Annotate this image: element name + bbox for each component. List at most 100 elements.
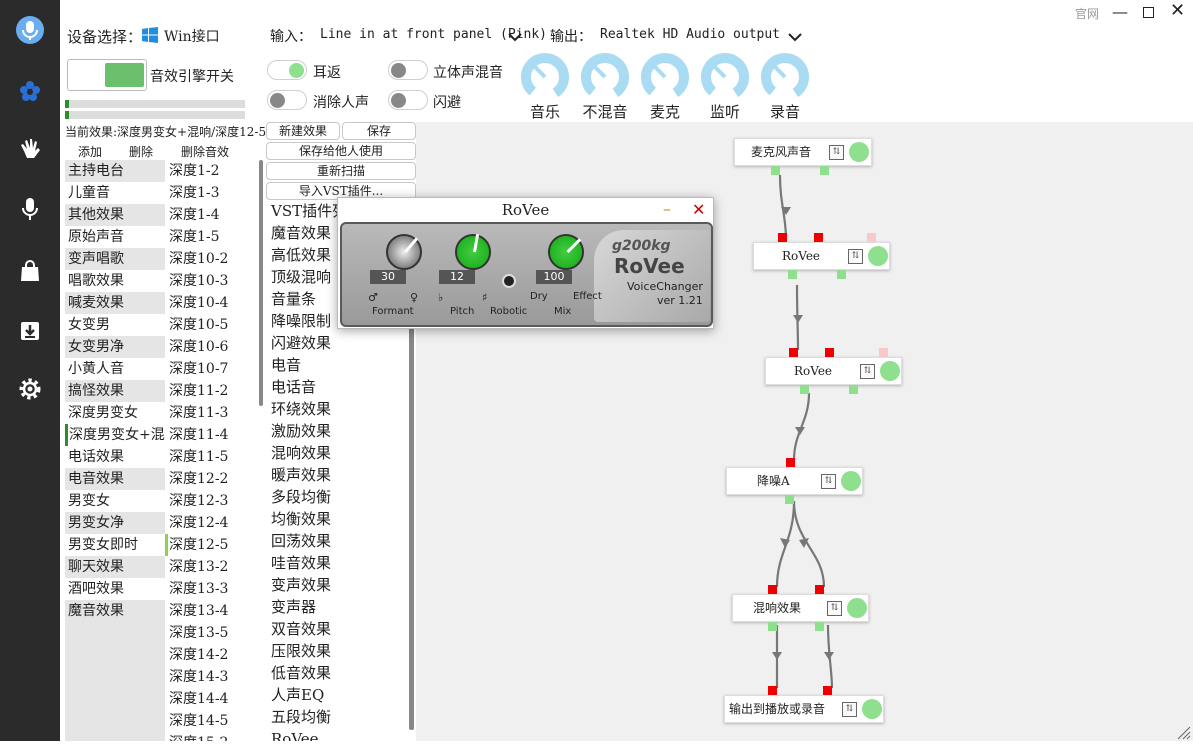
effect-category-item[interactable]: 女变男 [65,314,165,336]
node-enabled-indicator[interactable] [841,471,861,491]
input-port[interactable] [815,585,824,594]
preset-scrollbar[interactable] [259,160,263,406]
plugin-item[interactable]: 人声EQ [271,686,325,704]
plugin-item[interactable]: 电话音 [271,378,317,396]
plugin-item[interactable]: 变声效果 [271,576,332,594]
plugin-item[interactable]: 暖声效果 [271,466,332,484]
eq-settings-icon[interactable]: ⇅ [821,474,836,489]
graph-node[interactable]: 输出到播放或录音⇅ [724,695,884,723]
preset-item[interactable]: 深度13-2 [165,556,258,578]
plugin-item[interactable]: 高低效果 [271,246,332,264]
input-port-inactive[interactable] [867,233,876,242]
save-button[interactable]: 保存 [342,122,416,140]
preset-item[interactable]: 深度10-7 [165,358,258,380]
input-port[interactable] [768,585,777,594]
plugin-item[interactable]: 环绕效果 [271,400,332,418]
preset-item[interactable]: 深度10-3 [165,270,258,292]
volume-knob-3[interactable] [640,52,690,102]
input-port[interactable] [814,233,823,242]
preset-item[interactable]: 深度15-2 [165,732,258,741]
preset-item[interactable]: 深度1-5 [165,226,258,248]
plugin-item[interactable]: 顶级混响 [271,268,332,286]
node-enabled-indicator[interactable] [862,699,882,719]
output-port[interactable] [788,270,797,279]
effect-category-item[interactable]: 酒吧效果 [65,578,165,600]
rescan-button[interactable]: 重新扫描 [266,162,416,180]
new-effect-button[interactable]: 新建效果 [266,122,340,140]
robotic-button[interactable] [502,274,516,288]
preset-item[interactable]: 深度12-5 [165,534,258,556]
hand-wave-icon[interactable] [15,134,45,164]
microphone-icon[interactable] [15,194,45,224]
output-port[interactable] [785,495,794,504]
preset-item[interactable]: 深度10-4 [165,292,258,314]
plugin-item[interactable]: 哇音效果 [271,554,332,572]
effect-category-item[interactable]: 主持电台 [65,160,165,182]
minimize-icon[interactable]: — [1112,2,1128,21]
effect-graph-canvas[interactable]: 麦克风声音⇅RoVee⇅RoVee⇅降噪A⇅混响效果⇅输出到播放或录音⇅ [416,122,1193,741]
effect-category-item[interactable]: 变声唱歌 [65,248,165,270]
preset-item[interactable]: 深度14-2 [165,644,258,666]
output-port[interactable] [820,166,829,175]
plugin-item[interactable]: 变声器 [271,598,317,616]
plugin-item[interactable]: 压限效果 [271,642,332,660]
delete-button[interactable]: 删除 [129,145,154,159]
effect-category-item[interactable]: 电话效果 [65,446,165,468]
output-port[interactable] [849,385,858,394]
effect-category-item[interactable]: 聊天效果 [65,556,165,578]
output-port[interactable] [771,166,780,175]
plugin-item[interactable]: 多段均衡 [271,488,332,506]
effect-category-item[interactable]: 深度男变女+混响 [65,424,165,446]
volume-knob-1[interactable] [520,52,570,102]
preset-item[interactable]: 深度10-2 [165,248,258,270]
monitor-toggle[interactable] [267,60,307,80]
effect-category-item[interactable]: 男变女净 [65,512,165,534]
plugin-item[interactable]: 音量条 [271,290,317,308]
output-port[interactable] [815,622,824,631]
effect-category-item[interactable]: 儿童音 [65,182,165,204]
preset-item[interactable]: 深度13-5 [165,622,258,644]
maximize-icon[interactable] [1143,7,1154,18]
output-port[interactable] [768,622,777,631]
effect-category-item[interactable]: 深度男变女 [65,402,165,424]
graph-node[interactable]: 降噪A⇅ [726,467,863,495]
preset-item[interactable]: 深度11-2 [165,380,258,402]
close-icon[interactable]: ✕ [1170,0,1186,21]
plugin-item[interactable]: 闪避效果 [271,334,332,352]
effect-category-item[interactable]: 男变女即时 [65,534,165,556]
effect-category-item[interactable]: 魔音效果 [65,600,165,622]
eq-settings-icon[interactable]: ⇅ [848,249,863,264]
plugin-item[interactable]: 混响效果 [271,444,332,462]
node-enabled-indicator[interactable] [849,142,869,162]
graph-node[interactable]: 混响效果⇅ [732,594,869,622]
add-effect-button[interactable]: 添加 [78,145,103,159]
ducking-toggle[interactable] [388,90,428,110]
input-port[interactable] [823,686,832,695]
input-port[interactable] [778,233,787,242]
volume-knob-4[interactable] [700,52,750,102]
preset-item[interactable]: 深度11-3 [165,402,258,424]
node-enabled-indicator[interactable] [880,361,900,381]
graph-node[interactable]: RoVee⇅ [765,357,902,385]
effect-category-item[interactable]: 电音效果 [65,468,165,490]
formant-knob[interactable] [386,234,422,270]
input-port-inactive[interactable] [879,348,888,357]
download-icon[interactable] [15,316,45,346]
plugin-item[interactable]: VST插件列 [271,202,348,220]
preset-item[interactable]: 深度1-2 [165,160,258,182]
effect-category-item[interactable]: 喊麦效果 [65,292,165,314]
dialog-close-icon[interactable]: ✕ [692,200,706,219]
effect-category-item[interactable]: 男变女 [65,490,165,512]
plugin-item[interactable]: 魔音效果 [271,224,332,242]
input-chevron-down-icon[interactable] [508,30,522,46]
preset-item[interactable]: 深度13-3 [165,578,258,600]
mic-logo-icon[interactable] [14,14,46,46]
plugin-item[interactable]: 回荡效果 [271,532,332,550]
device-select-value[interactable]: Win接口 [164,29,220,45]
graph-node[interactable]: RoVee⇅ [753,242,890,270]
plugin-item[interactable]: 均衡效果 [271,510,332,528]
official-site-link[interactable]: 官网 [1075,7,1100,21]
output-port[interactable] [837,270,846,279]
effect-category-item[interactable]: 小黄人音 [65,358,165,380]
volume-knob-2[interactable] [580,52,630,102]
